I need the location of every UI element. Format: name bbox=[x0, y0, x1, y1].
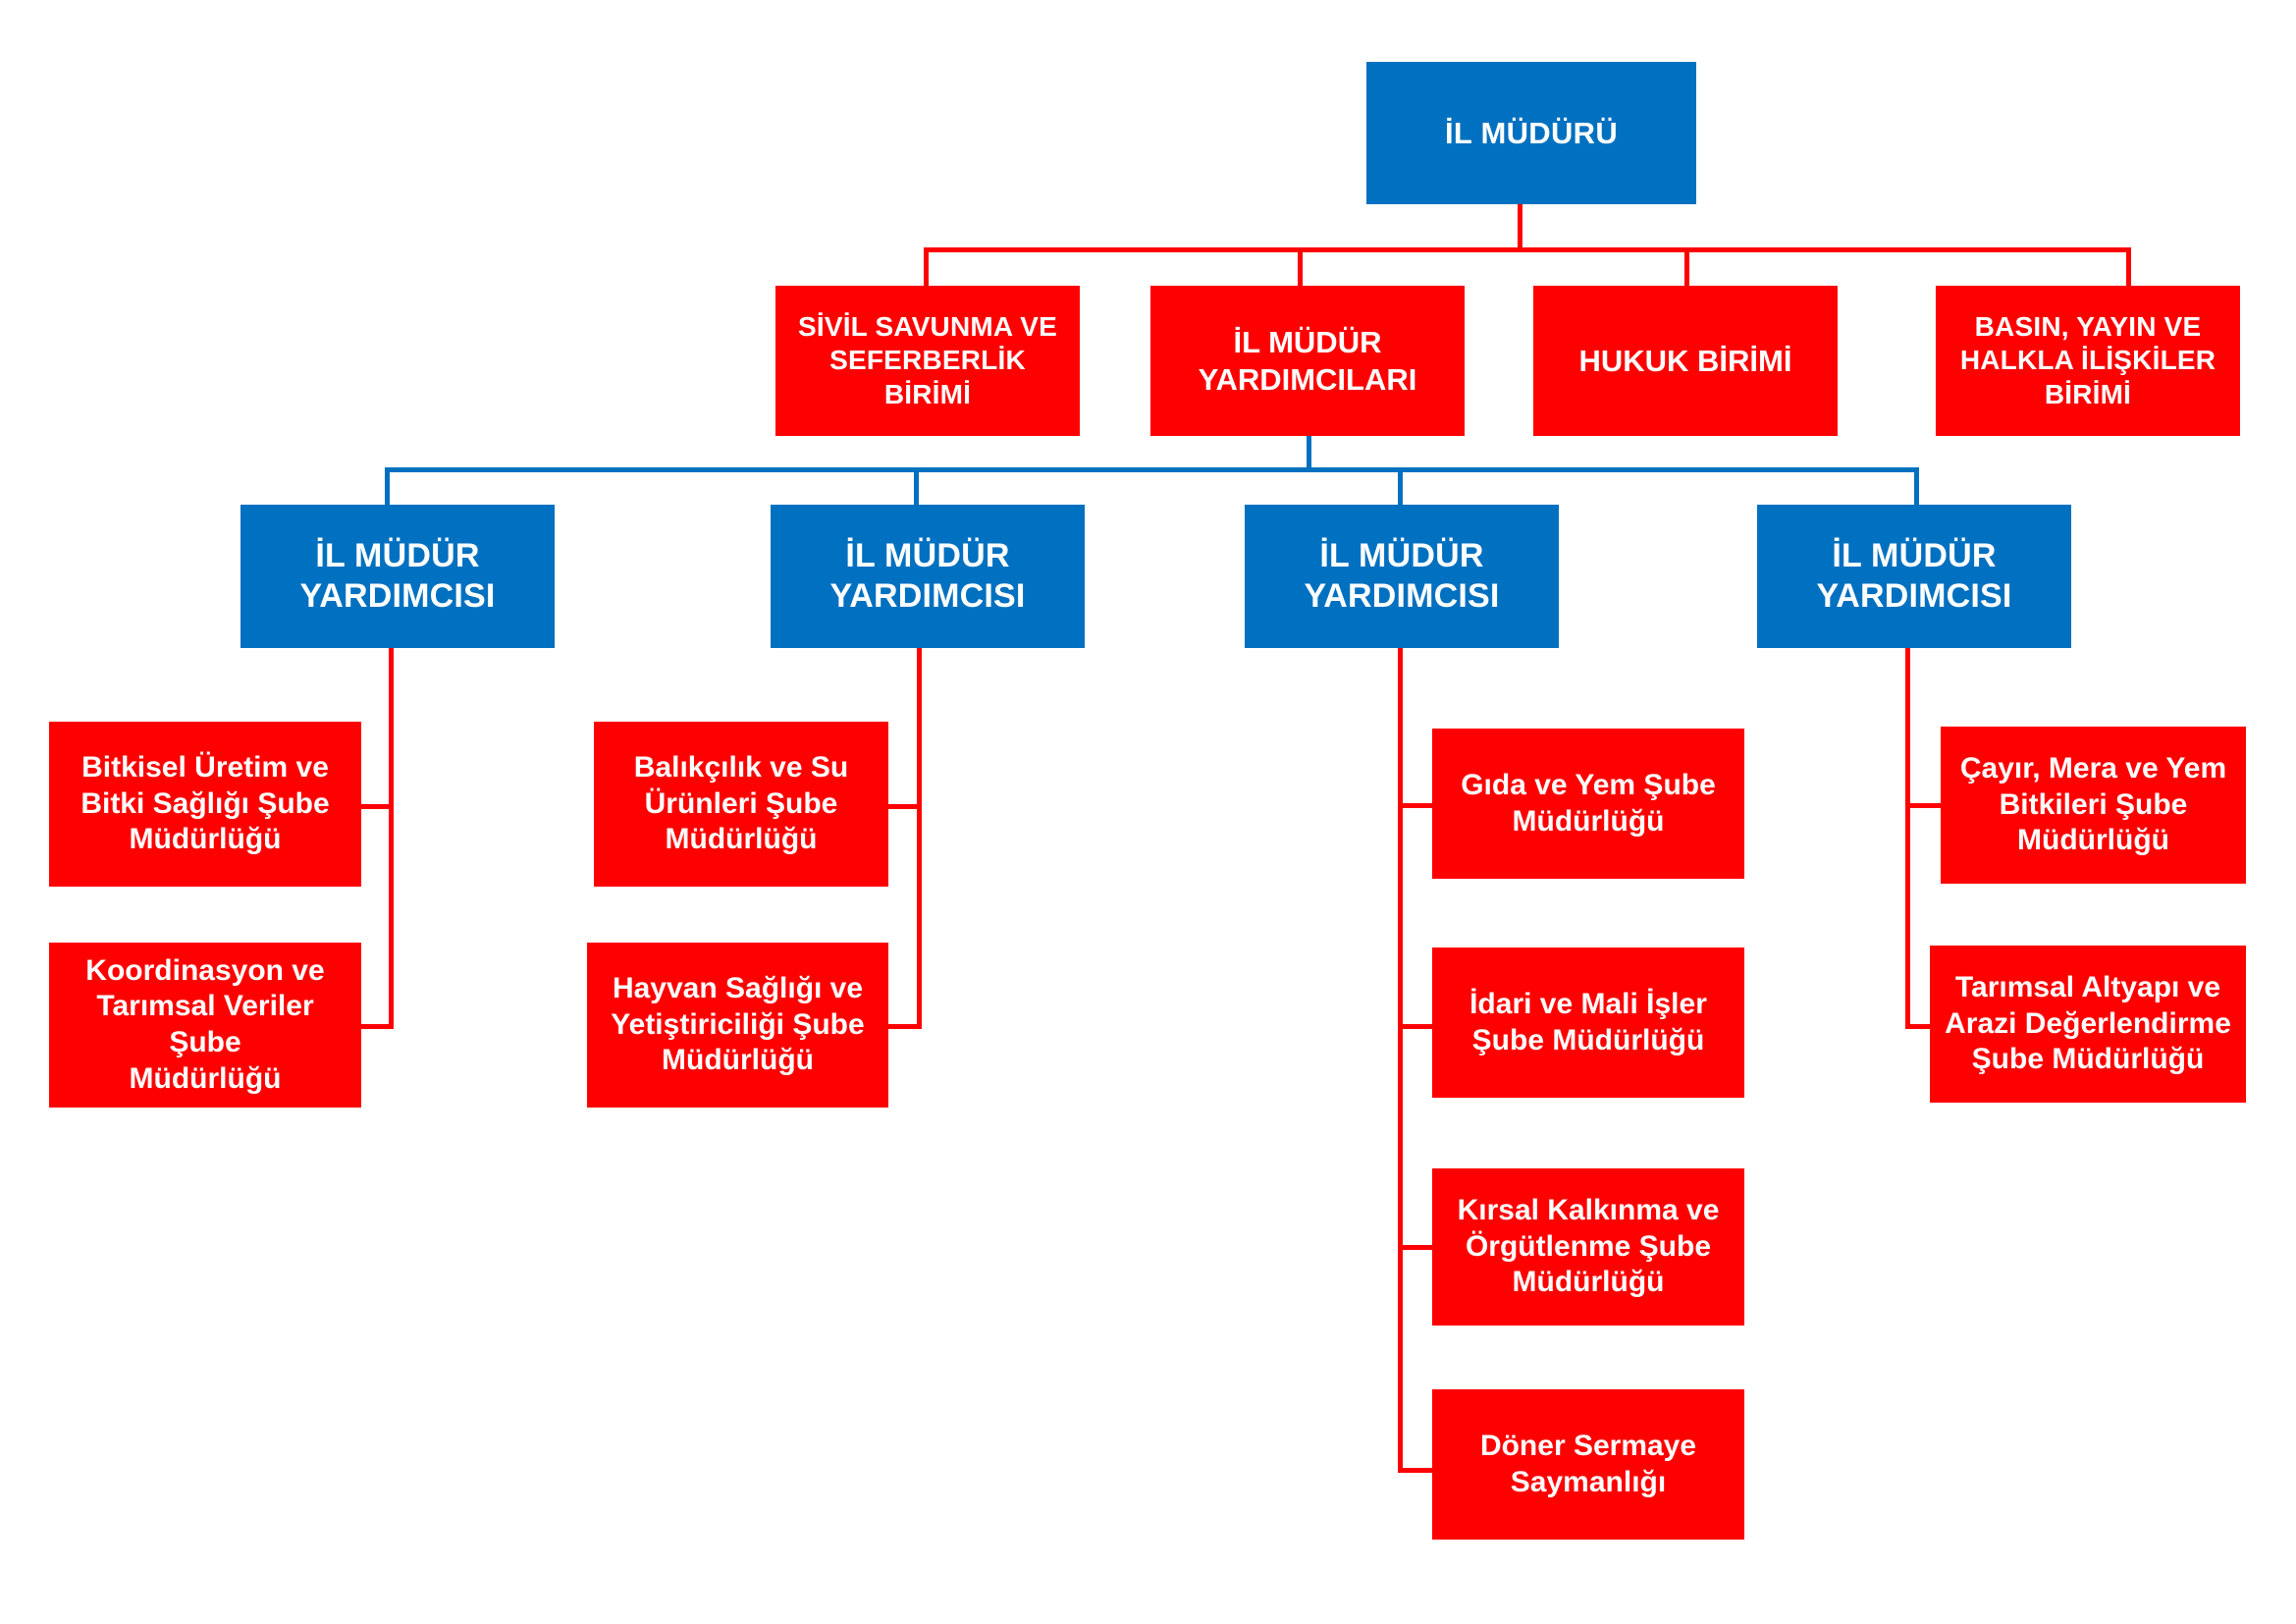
node-bitkisel-uretim-sube[interactable]: Bitkisel Üretim ve Bitki Sağlığı Şube Mü… bbox=[49, 722, 361, 887]
node-tarimsal-altyapi-arazi-degerlendirme-sube[interactable]: Tarımsal Altyapı ve Arazi Değerlendirme … bbox=[1930, 946, 2246, 1103]
node-label: İL MÜDÜR YARDIMCISI bbox=[829, 536, 1026, 615]
node-label: Hayvan Sağlığı ve Yetiştiriciliği Şube M… bbox=[611, 972, 865, 1077]
node-doner-sermaye-saymanligi[interactable]: Döner Sermaye Saymanlığı bbox=[1432, 1389, 1744, 1540]
node-label: Tarımsal Altyapı ve Arazi Değerlendirme … bbox=[1945, 971, 2231, 1076]
node-basin-yayin-halkla-iliskiler-birimi[interactable]: BASIN, YAYIN VE HALKLA İLİŞKİLER BİRİMİ bbox=[1936, 286, 2240, 436]
connector-root-drop bbox=[1518, 204, 1522, 251]
connector-stub-d1-c1 bbox=[359, 1024, 394, 1029]
connector-spine-deputy-2 bbox=[917, 648, 922, 1027]
node-label: İL MÜDÜRÜ bbox=[1444, 115, 1619, 150]
connector-stub-d3-c4 bbox=[1398, 1468, 1432, 1473]
node-label: İdari ve Mali İşler Şube Müdürlüğü bbox=[1469, 987, 1707, 1056]
connector-stub-d4-c2 bbox=[1905, 1024, 1941, 1029]
node-label: Bitkisel Üretim ve Bitki Sağlığı Şube Mü… bbox=[80, 751, 330, 856]
connector-stub-d4-c1 bbox=[1905, 803, 1941, 808]
connector-deputy-drop-3 bbox=[1398, 467, 1403, 505]
connector-deputy-drop-1 bbox=[385, 467, 390, 505]
connector-stub-d3-c1 bbox=[1398, 803, 1432, 808]
connector-stub-d2-c2 bbox=[888, 1024, 922, 1029]
node-kirsal-kalkinma-orgutlenme-sube[interactable]: Kırsal Kalkınma ve Örgütlenme Şube Müdür… bbox=[1432, 1168, 1744, 1326]
node-label: Kırsal Kalkınma ve Örgütlenme Şube Müdür… bbox=[1457, 1194, 1720, 1299]
connector-deputy-bus bbox=[385, 467, 1919, 472]
connector-stub-d1-c2 bbox=[359, 804, 394, 809]
node-hukuk-birimi[interactable]: HUKUK BİRİMİ bbox=[1533, 286, 1838, 436]
node-deputy-4[interactable]: İL MÜDÜR YARDIMCISI bbox=[1757, 505, 2071, 648]
node-label: İL MÜDÜR YARDIMCISI bbox=[1816, 536, 2012, 615]
node-il-muduru[interactable]: İL MÜDÜRÜ bbox=[1366, 62, 1696, 204]
node-sivil-savunma-birimi[interactable]: SİVİL SAVUNMA VE SEFERBERLİK BİRİMİ bbox=[775, 286, 1080, 436]
connector-deputy-drop-2 bbox=[914, 467, 919, 505]
connector-stub-d2-c1 bbox=[888, 804, 922, 809]
connector-deputy-drop-4 bbox=[1914, 467, 1919, 505]
connector-spine-deputy-3 bbox=[1398, 648, 1403, 1473]
connector-vicegroup-drop bbox=[1307, 436, 1311, 471]
node-label: İL MÜDÜR YARDIMCILARI bbox=[1198, 324, 1417, 397]
connector-unit-drop-1 bbox=[924, 247, 929, 288]
connector-stub-d3-c2 bbox=[1398, 1024, 1432, 1029]
node-deputy-1[interactable]: İL MÜDÜR YARDIMCISI bbox=[240, 505, 555, 648]
connector-spine-deputy-1 bbox=[389, 648, 394, 1027]
node-deputy-3[interactable]: İL MÜDÜR YARDIMCISI bbox=[1245, 505, 1559, 648]
node-idari-mali-isler-sube[interactable]: İdari ve Mali İşler Şube Müdürlüğü bbox=[1432, 947, 1744, 1098]
node-balikcilik-su-urunleri-sube[interactable]: Balıkçılık ve Su Ürünleri Şube Müdürlüğü bbox=[594, 722, 888, 887]
node-label: HUKUK BİRİMİ bbox=[1578, 343, 1792, 378]
node-cayir-mera-yem-bitkileri-sube[interactable]: Çayır, Mera ve Yem Bitkileri Şube Müdürl… bbox=[1941, 727, 2246, 884]
node-koordinasyon-tarimsal-veriler-sube[interactable]: Koordinasyon ve Tarımsal Veriler Şube Mü… bbox=[49, 943, 361, 1108]
node-label: BASIN, YAYIN VE HALKLA İLİŞKİLER BİRİMİ bbox=[1959, 311, 2216, 409]
node-il-mudur-yardimcilari[interactable]: İL MÜDÜR YARDIMCILARI bbox=[1150, 286, 1465, 436]
node-label: Döner Sermaye Saymanlığı bbox=[1479, 1429, 1697, 1498]
node-label: İL MÜDÜR YARDIMCISI bbox=[299, 536, 496, 615]
node-label: Balıkçılık ve Su Ürünleri Şube Müdürlüğü bbox=[633, 751, 849, 856]
connector-unit-bus bbox=[924, 247, 2131, 252]
connector-unit-drop-3 bbox=[1684, 247, 1689, 288]
node-label: SİVİL SAVUNMA VE SEFERBERLİK BİRİMİ bbox=[797, 311, 1058, 409]
connector-unit-drop-4 bbox=[2126, 247, 2131, 288]
node-gida-yem-sube[interactable]: Gıda ve Yem Şube Müdürlüğü bbox=[1432, 729, 1744, 879]
node-label: Çayır, Mera ve Yem Bitkileri Şube Müdürl… bbox=[1959, 752, 2227, 857]
connector-stub-d3-c3 bbox=[1398, 1245, 1432, 1250]
node-label: Gıda ve Yem Şube Müdürlüğü bbox=[1461, 768, 1716, 838]
node-label: İL MÜDÜR YARDIMCISI bbox=[1304, 536, 1500, 615]
connector-spine-deputy-4 bbox=[1905, 648, 1910, 1027]
node-label: Koordinasyon ve Tarımsal Veriler Şube Mü… bbox=[85, 953, 325, 1095]
connector-unit-drop-2 bbox=[1298, 247, 1303, 288]
node-hayvan-sagligi-yetistiriciligi-sube[interactable]: Hayvan Sağlığı ve Yetiştiriciliği Şube M… bbox=[587, 943, 888, 1108]
node-deputy-2[interactable]: İL MÜDÜR YARDIMCISI bbox=[771, 505, 1085, 648]
